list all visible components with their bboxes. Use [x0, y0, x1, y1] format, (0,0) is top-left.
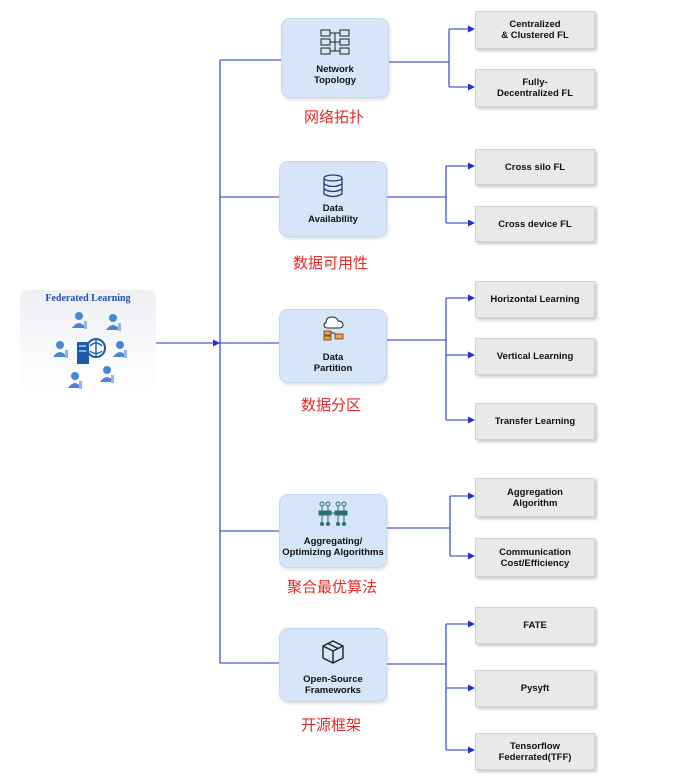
network-icon: [320, 29, 350, 55]
leaf-pysyft: Pysyft: [475, 670, 595, 707]
category-chinese-label: 网络拓扑: [304, 108, 365, 126]
leaf-cross-silo-fl: Cross silo FL: [475, 149, 595, 185]
category-label: Aggregating/ Optimizing Algorithms: [282, 536, 384, 558]
category-label: Open-Source Frameworks: [303, 674, 363, 696]
leaf-fully-decentralized-fl: Fully- Decentralized FL: [475, 69, 595, 107]
server-brain-icon: [77, 338, 106, 364]
database-icon: [323, 174, 343, 198]
leaf-cross-device-fl: Cross device FL: [475, 206, 595, 242]
package-icon: [322, 640, 344, 664]
aggregation-icon: [318, 501, 348, 526]
leaf-tensorflow-federated: Tensorflow Federrated(TFF): [475, 733, 595, 770]
user-icon: [113, 341, 127, 358]
category-label: Network Topology: [313, 64, 357, 86]
category-open-source-frameworks: Open-Source Frameworks: [279, 628, 387, 702]
category-label: Data Partition: [313, 352, 353, 374]
category-network-topology: Network Topology: [281, 18, 389, 98]
leaf-aggregation-algorithm: Aggregation Algorithm: [475, 478, 595, 517]
leaf-fate: FATE: [475, 607, 595, 644]
category-chinese-label: 数据分区: [301, 396, 362, 414]
leaf-transfer-learning: Transfer Learning: [475, 403, 595, 440]
user-icon: [53, 341, 68, 358]
user-icon: [106, 314, 121, 331]
leaf-communication-cost-efficiency: Communication Cost/Efficiency: [475, 538, 595, 577]
root-title: Federated Learning: [45, 293, 131, 304]
trunk-arrowhead: [213, 339, 220, 347]
category-data-partition: Data Partition: [279, 309, 387, 383]
user-icon: [72, 312, 87, 329]
data-partition-icon: [323, 316, 344, 341]
category-chinese-label: 聚合最优算法: [287, 578, 378, 596]
leaf-vertical-learning: Vertical Learning: [475, 338, 595, 375]
user-icon: [68, 372, 82, 389]
category-chinese-label: 开源框架: [301, 716, 362, 734]
leaf-centralized-clustered-fl: Centralized & Clustered FL: [475, 11, 595, 49]
category-chinese-label: 数据可用性: [293, 254, 369, 272]
user-icon: [100, 366, 114, 383]
federated-learning-root: Federated Learning: [20, 290, 156, 394]
leaf-horizontal-learning: Horizontal Learning: [475, 281, 595, 318]
federated-users-icon: [53, 312, 127, 389]
category-aggregating-algorithms: Aggregating/ Optimizing Algorithms: [279, 494, 387, 568]
category-data-availability: Data Availability: [279, 161, 387, 237]
category-label: Data Availability: [308, 203, 358, 225]
